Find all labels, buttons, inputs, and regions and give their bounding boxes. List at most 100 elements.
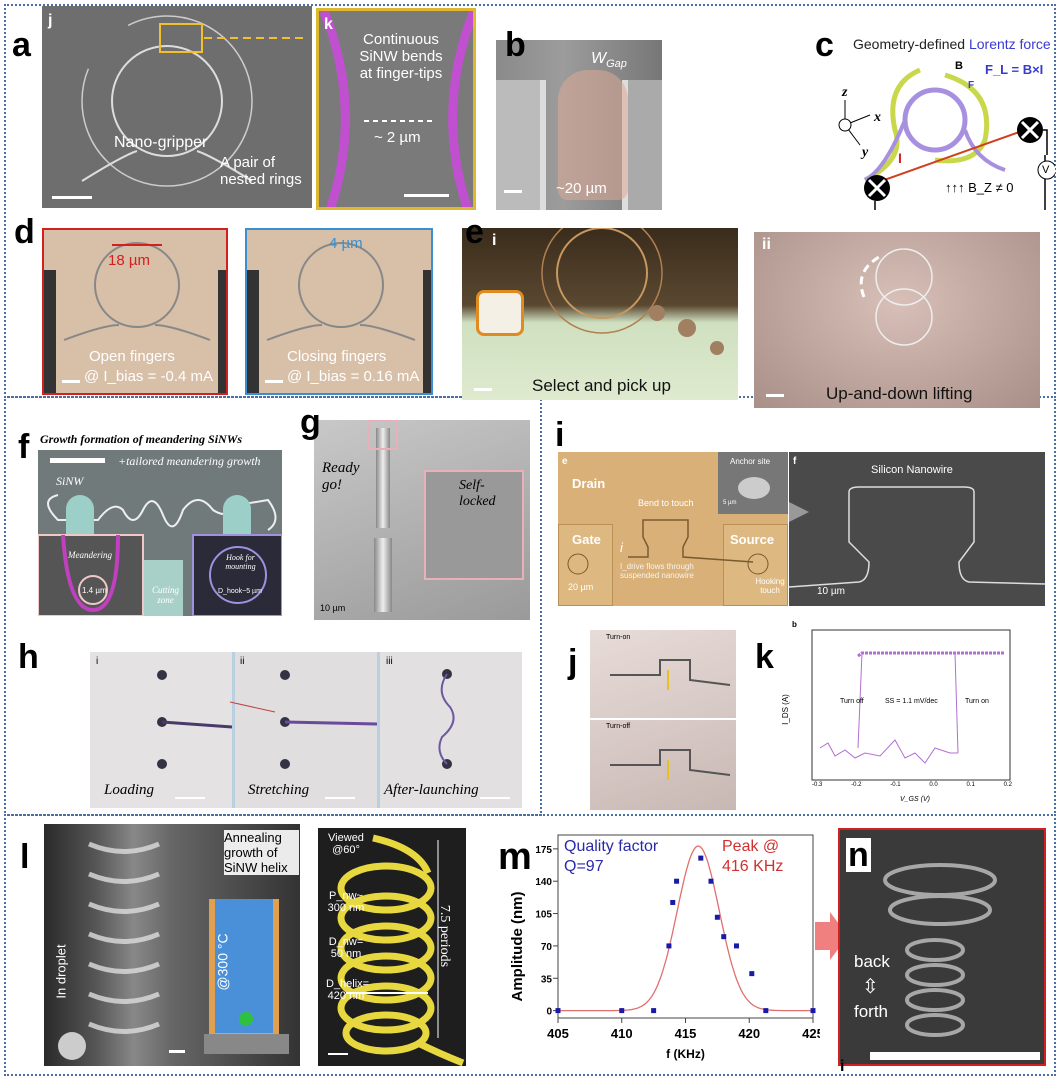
panel-f-image: +tailored meandering growth SiNW Meander… — [38, 450, 282, 616]
x-tick-label: 425 — [802, 1026, 820, 1041]
peak-text: Peak @ — [722, 838, 780, 855]
periods-text: 7.5 periods — [437, 904, 453, 968]
data-point — [721, 934, 727, 940]
panel-m-label: m — [498, 836, 532, 878]
xtick: -0.2 — [851, 782, 862, 788]
turn-off-label: Turn off — [840, 698, 864, 705]
turn-on-label: Turn on — [965, 698, 989, 705]
dhook-text: D_hook~5 µm — [218, 588, 262, 595]
data-point — [619, 1008, 625, 1014]
source-text: Source — [730, 532, 775, 547]
sinw-text: SiNW — [56, 474, 84, 488]
robot-icon — [476, 290, 524, 336]
turn-on-text: Turn-on — [606, 634, 631, 641]
panel-d-label: d — [14, 213, 35, 251]
sub-label: f — [793, 456, 797, 467]
open-text: Open fingers — [89, 348, 175, 365]
data-point — [734, 943, 739, 949]
data-point — [698, 855, 704, 861]
fit-curve — [558, 845, 812, 1012]
y-tick-label: 140 — [535, 877, 552, 888]
data-point — [763, 1008, 769, 1014]
f-vector: F — [968, 80, 975, 91]
anchor-scale: 5 µm — [723, 500, 737, 506]
k-ylabel: I_DS (A) — [780, 694, 790, 725]
back-text: back — [854, 952, 890, 971]
wgap-text: WGap — [591, 50, 627, 70]
wgap-sub: Gap — [606, 58, 627, 71]
bz-text: ↑↑↑ B_Z ≠ 0 — [945, 180, 1014, 195]
xtick: 0.2 — [1003, 782, 1012, 788]
annealing-text: Annealing growth of SiNW helix — [224, 830, 299, 875]
data-point — [714, 914, 720, 920]
pnw-text: P_nw~ 300 nm — [327, 890, 365, 914]
sub-label: e — [562, 456, 568, 467]
sub-label: j — [48, 12, 53, 29]
y-axis-label: Amplitude (nm) — [509, 892, 526, 1002]
panel-i-label: i — [555, 416, 565, 454]
data-point — [666, 943, 672, 949]
title-b: Lorentz force — [968, 36, 1051, 52]
arrow-icon — [815, 922, 831, 950]
x-axis-label: f (KHz) — [666, 1047, 705, 1061]
tailored-text: +tailored meandering growth — [118, 454, 261, 468]
panel-l-sem-image: Annealing growth of SiNW helix @300 °C I… — [44, 824, 300, 1066]
current-symbol: i — [620, 540, 623, 555]
temp-text: @300 °C — [214, 933, 231, 991]
quality-text: Quality factor — [564, 838, 659, 855]
dnw-text: D_nw= 50 nm — [328, 936, 364, 960]
sub-label: b — [792, 620, 797, 629]
panel-n-image: back ⇳ forth — [838, 828, 1046, 1066]
silicon-nanowire-text: Silicon Nanowire — [871, 464, 953, 476]
dim-text: 1.4 µm — [82, 586, 107, 595]
data-point — [670, 899, 676, 905]
panel-i-f-image: f Silicon Nanowire 10 µm — [789, 452, 1045, 606]
scale-text: 10 µm — [320, 603, 346, 613]
close-bias: @ I_bias = 0.16 mA — [287, 368, 420, 385]
lifting-text: Up-and-down lifting — [826, 384, 973, 403]
panel-c-label: c — [815, 26, 834, 64]
select-text: Select and pick up — [532, 376, 671, 395]
meandering-text: Meandering — [68, 550, 112, 560]
data-point — [810, 1008, 816, 1014]
current-vector: I — [898, 150, 902, 166]
hooking-text: Hooking touch — [755, 577, 785, 595]
panel-j-label: j — [568, 643, 578, 681]
height-text: ~20 µm — [556, 180, 607, 197]
sub-label: ii — [762, 236, 771, 253]
lorentz-formula: F_L = B×I — [985, 62, 1044, 77]
panel-c-diagram — [838, 67, 1055, 210]
caption-after-launching: After-launching — [384, 782, 479, 798]
data-point — [708, 878, 714, 884]
y-tick-label: 70 — [541, 942, 553, 953]
panel-l-label: l — [20, 838, 30, 876]
panel-a-j-image: j Nano-gripper A pair of nested rings — [42, 6, 312, 208]
xtick: 0.0 — [929, 782, 938, 788]
close-dim: 4 µm — [329, 235, 363, 252]
panel-g-image: Ready go! Self-locked 10 µm — [314, 420, 530, 620]
panel-b-image: WGap ~20 µm — [496, 40, 662, 210]
nano-gripper-text: Nano-gripper — [114, 134, 208, 151]
cutting-text: Cutting zone — [151, 585, 179, 605]
gate-text: Gate — [572, 532, 601, 547]
k-xlabel: V_GS (V) — [900, 796, 930, 803]
axis-y: y — [862, 145, 869, 160]
wgap: W — [591, 50, 607, 67]
caption-loading: Loading — [104, 782, 155, 798]
panel-g-label: g — [300, 403, 321, 441]
voltmeter: V — [1042, 164, 1050, 176]
panel-d-open-image: 18 µm Open fingers @ I_bias = -0.4 mA — [42, 228, 228, 395]
peak-val-text: 416 KHz — [722, 858, 784, 875]
sub-label: ii — [240, 656, 245, 667]
nested-rings-text: A pair of nested rings — [220, 154, 302, 188]
data-point — [555, 1008, 561, 1014]
close-text: Closing fingers — [287, 348, 387, 365]
panel-k-label: k — [755, 638, 774, 676]
sub-label: iii — [386, 656, 393, 667]
panel-j-image: Turn-on Turn-off — [590, 630, 736, 810]
title-a: Geometry-defined — [853, 36, 969, 52]
panel-i-e-image: e Drain Gate Source Bend to touch Anchor… — [558, 452, 788, 606]
data-point — [749, 971, 755, 977]
x-tick-label: 405 — [547, 1026, 569, 1041]
dhelix-text: D_helix= 420 nm — [326, 978, 370, 1002]
